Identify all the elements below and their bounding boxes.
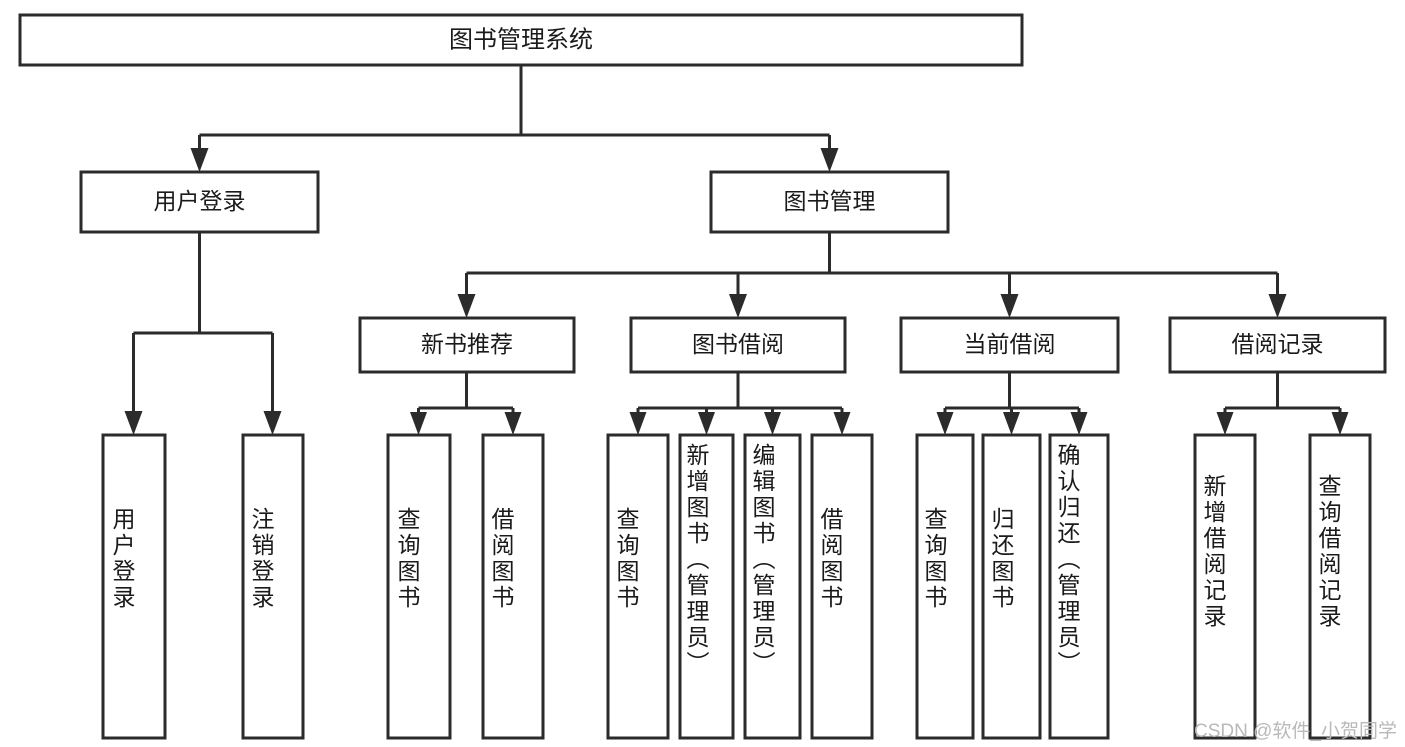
leaf-box-borrow-book-2[interactable]	[810, 433, 874, 740]
node-book-manage[interactable]: 图书管理	[709, 170, 950, 234]
leaf-box-query-book-3[interactable]	[915, 433, 975, 740]
leaf-box-user-login[interactable]	[101, 433, 167, 740]
arrowhead-leaf-return-book	[1003, 412, 1020, 435]
leaf-box-layer	[101, 433, 1372, 740]
node-root-label: 图书管理系统	[449, 26, 593, 53]
arrowhead-book-borrow	[729, 294, 747, 318]
node-current-borrow-box[interactable]	[899, 316, 1120, 374]
leaf-box-borrow-book-1[interactable]	[481, 433, 545, 740]
node-user-login[interactable]: 用户登录	[79, 170, 320, 234]
leaf-box-add-record[interactable]	[1193, 433, 1257, 740]
leaf-box-logout[interactable]	[241, 433, 305, 740]
arrowhead-borrow-record	[1268, 294, 1287, 318]
arrowhead-leaf-add-book	[698, 412, 715, 435]
arrowhead-leaf-add-record	[1216, 412, 1234, 435]
watermark: CSDN @软件_小贺同学	[1194, 721, 1397, 742]
arrowhead-user-login	[190, 148, 209, 172]
node-book-manage-box[interactable]	[709, 170, 950, 234]
node-user-login-label: 用户登录	[154, 188, 246, 214]
leaf-box-return-book[interactable]	[981, 433, 1042, 740]
node-current-borrow-label: 当前借阅	[964, 331, 1056, 357]
arrowhead-book-manage	[820, 148, 839, 172]
node-new-book-recommend[interactable]: 新书推荐	[358, 316, 576, 374]
arrowhead-leaf-borrow-book-2	[833, 412, 851, 435]
leaf-box-query-book-2[interactable]	[606, 433, 670, 740]
arrowhead-current-borrow	[1000, 294, 1019, 318]
leaf-box-add-book[interactable]	[678, 433, 735, 740]
node-new-book-recommend-label: 新书推荐	[421, 331, 513, 357]
node-book-borrow-box[interactable]	[629, 316, 847, 374]
node-user-login-box[interactable]	[79, 170, 320, 234]
node-current-borrow[interactable]: 当前借阅	[899, 316, 1120, 374]
arrowhead-leaf-logout	[263, 411, 282, 435]
arrowhead-leaf-confirm-return	[1070, 412, 1088, 435]
node-book-manage-label: 图书管理	[784, 188, 876, 214]
arrowhead-leaf-edit-book	[764, 412, 781, 435]
node-root[interactable]: 图书管理系统	[18, 13, 1024, 67]
node-borrow-record-box[interactable]	[1168, 316, 1387, 374]
node-root-box[interactable]	[18, 13, 1024, 67]
node-new-book-recommend-box[interactable]	[358, 316, 576, 374]
arrowhead-leaf-borrow-book-1	[504, 412, 522, 435]
arrowhead-leaf-user-login	[124, 411, 143, 435]
node-borrow-record-label: 借阅记录	[1232, 331, 1324, 357]
arrowhead-leaf-query-book-2	[629, 412, 647, 435]
arrowhead-leaf-query-book-3	[936, 412, 954, 435]
leaf-box-query-book-1[interactable]	[386, 433, 452, 740]
leaf-box-confirm-return[interactable]	[1048, 433, 1110, 740]
connector-layer	[124, 65, 1349, 435]
leaf-box-edit-book[interactable]	[743, 433, 802, 740]
node-book-borrow[interactable]: 图书借阅	[629, 316, 847, 374]
arrowhead-leaf-query-book-1	[410, 412, 427, 435]
arrowhead-leaf-query-record	[1331, 412, 1349, 435]
node-layer: 图书管理系统 用户登录 图书管理 新书推荐 图书借阅 当前	[18, 13, 1387, 740]
leaf-box-query-record[interactable]	[1308, 433, 1372, 740]
node-book-borrow-label: 图书借阅	[692, 331, 784, 357]
arrowhead-new-book-recommend	[457, 294, 476, 318]
node-borrow-record[interactable]: 借阅记录	[1168, 316, 1387, 374]
